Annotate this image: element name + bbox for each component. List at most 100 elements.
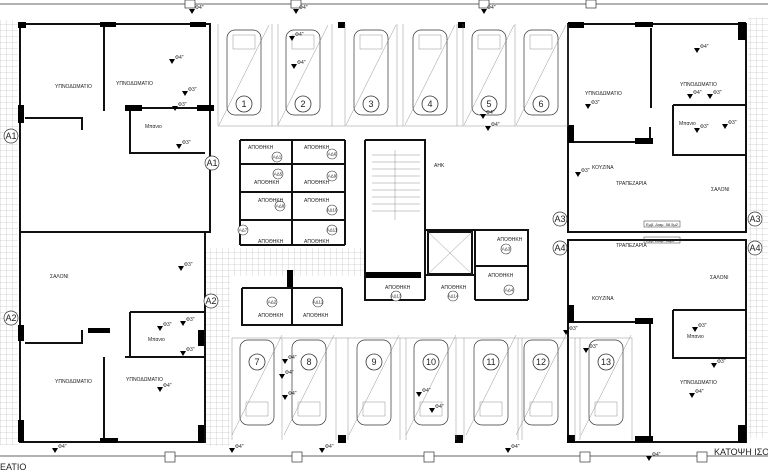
room-labels: ΥΠΝΟΔΩΜΑΤΙΟ ΥΠΝΟΔΩΜΑΤΙΟ Μπανιο ΣΑΛΟΝΙ Μπ… [50, 81, 730, 386]
parking-space: 10 [405, 334, 457, 436]
parking-number: 4 [427, 99, 432, 109]
pipe-label: Φ3" [717, 359, 726, 365]
storage-code-marker [272, 168, 284, 180]
storage-code: ΑΔ11 [327, 228, 338, 233]
room-bedroom: ΥΠΝΟΔΩΜΑΤΙΟ [116, 81, 153, 87]
section-marker-a3: A3 [749, 214, 760, 224]
pipe-label: Φ3" [184, 262, 193, 268]
pipe-arrow-icon [481, 9, 487, 14]
parking-space: 12 [515, 334, 567, 436]
pipe-label: Φ3" [728, 120, 737, 126]
balcony-left [0, 20, 18, 445]
section-marker-a3: A3 [554, 214, 565, 224]
pipe-label: Φ3" [589, 344, 598, 350]
room-bath: Μπανιο [687, 334, 704, 340]
car-icon [239, 339, 275, 426]
pipe-arrow-icon [282, 395, 288, 400]
car-icon [412, 29, 448, 116]
pipe-arrow-icon [172, 106, 178, 111]
pipe-arrow-icon [687, 94, 693, 99]
pipe-label: Φ4" [235, 444, 244, 450]
pipe-arrow-icon [485, 126, 491, 131]
storage-code-marker [390, 290, 402, 302]
pipe-arrow-icon [289, 36, 295, 41]
room-storage: ΑΠΟΘΗΚΗ [488, 273, 514, 279]
pipe-arrow-icon [689, 393, 695, 398]
section-marker-a2: A2 [205, 296, 216, 306]
pipe-label: Φ3" [186, 347, 195, 353]
parking-number: 12 [536, 357, 546, 367]
room-bedroom: ΥΠΝΟΔΩΜΑΤΙΟ [126, 377, 163, 383]
pipe-arrow-icon [157, 326, 163, 331]
car-icon [473, 339, 509, 426]
pipe-arrow-icon [722, 124, 728, 129]
parking-space: 2 [277, 24, 329, 126]
parking-number: 11 [486, 357, 495, 367]
pipe-arrow-icon [707, 94, 713, 99]
room-living: ΣΑΛΟΝΙ [711, 187, 730, 193]
storage-code: ΑΔ2 [268, 300, 277, 305]
pipe-label: Φ4" [695, 389, 704, 395]
storage-code: ΑΔ3 [502, 247, 511, 252]
parking-space: 3 [345, 24, 397, 126]
pipe-arrow-icon [692, 327, 698, 332]
pipe-label: Φ4" [700, 44, 709, 50]
pipe-label: Φ4" [422, 388, 431, 394]
parking-space: 6 [515, 24, 567, 126]
pipe-arrow-icon [711, 363, 717, 368]
pipe-arrow-icon [279, 374, 285, 379]
parking-space: 5 [463, 24, 515, 126]
pipe-arrow-icon [480, 114, 486, 119]
room-bedroom: ΥΠΝΟΔΩΜΑΤΙΟ [55, 379, 92, 385]
pipe-label: Φ4" [325, 444, 334, 450]
room-storage: ΑΠΟΘΗΚΗ [304, 239, 330, 245]
storage-code: ΑΔ4 [505, 288, 514, 293]
parking-space: 11 [465, 334, 517, 436]
pipe-arrow-icon [176, 144, 182, 149]
storage-code: ΑΔ6 [328, 152, 337, 157]
parking-space: 4 [404, 24, 456, 126]
pipe-label: Φ4" [195, 5, 204, 11]
section-markers [3, 128, 763, 326]
car-icon [523, 29, 559, 116]
parking-dividers [217, 24, 633, 440]
pipe-label: Φ4" [491, 122, 500, 128]
pipe-arrow-icon [52, 448, 58, 453]
storage-code: ΑΔ7 [239, 228, 248, 233]
pipe-label: Φ3" [178, 102, 187, 108]
storage-code: ΑΔ14 [447, 294, 459, 299]
pipe-arrow-icon [319, 448, 325, 453]
pipe-arrow-icon [229, 448, 235, 453]
pipe-arrow-icon [429, 408, 435, 413]
pipe-label: Φ3" [591, 100, 600, 106]
pipe-arrow-icon [505, 448, 511, 453]
pipe-label: Φ3" [182, 140, 191, 146]
storage-code-marker [326, 204, 338, 216]
room-storage: ΑΠΟΘΗΚΗ [248, 145, 274, 151]
parking-number: 3 [368, 99, 373, 109]
pipe-label: Φ3" [581, 168, 590, 174]
parking-number: 2 [300, 99, 305, 109]
storage-code-marker [237, 224, 249, 236]
pipe-arrow-icon [694, 48, 700, 53]
parking-number: 1 [241, 99, 246, 109]
parking-space: 9 [348, 334, 400, 436]
section-marker-a1: A1 [5, 131, 16, 141]
drawing-title-right: ΚΑΤΟΨΗ ΙΣΟ [714, 447, 768, 457]
section-marker-a4: A4 [749, 243, 760, 253]
car-icon [356, 339, 392, 426]
pipe-label: Φ3" [569, 326, 578, 332]
storage-code: ΑΔ10 [326, 208, 338, 213]
parking-number: 13 [601, 357, 611, 367]
pipe-label: Φ4" [299, 5, 308, 11]
pipe-label: Φ4" [288, 391, 297, 397]
pipe-arrow-icon [180, 321, 186, 326]
room-storage: ΑΠΟΘΗΚΗ [304, 198, 330, 204]
pipe-label: Φ4" [288, 355, 297, 361]
storage-code-marker [326, 148, 338, 160]
section-marker-a4: A4 [554, 243, 565, 253]
pipe-arrow-icon [169, 59, 175, 64]
pipe-arrow-icon [416, 392, 422, 397]
room-bedroom: ΥΠΝΟΔΩΜΑΤΙΟ [680, 82, 717, 88]
